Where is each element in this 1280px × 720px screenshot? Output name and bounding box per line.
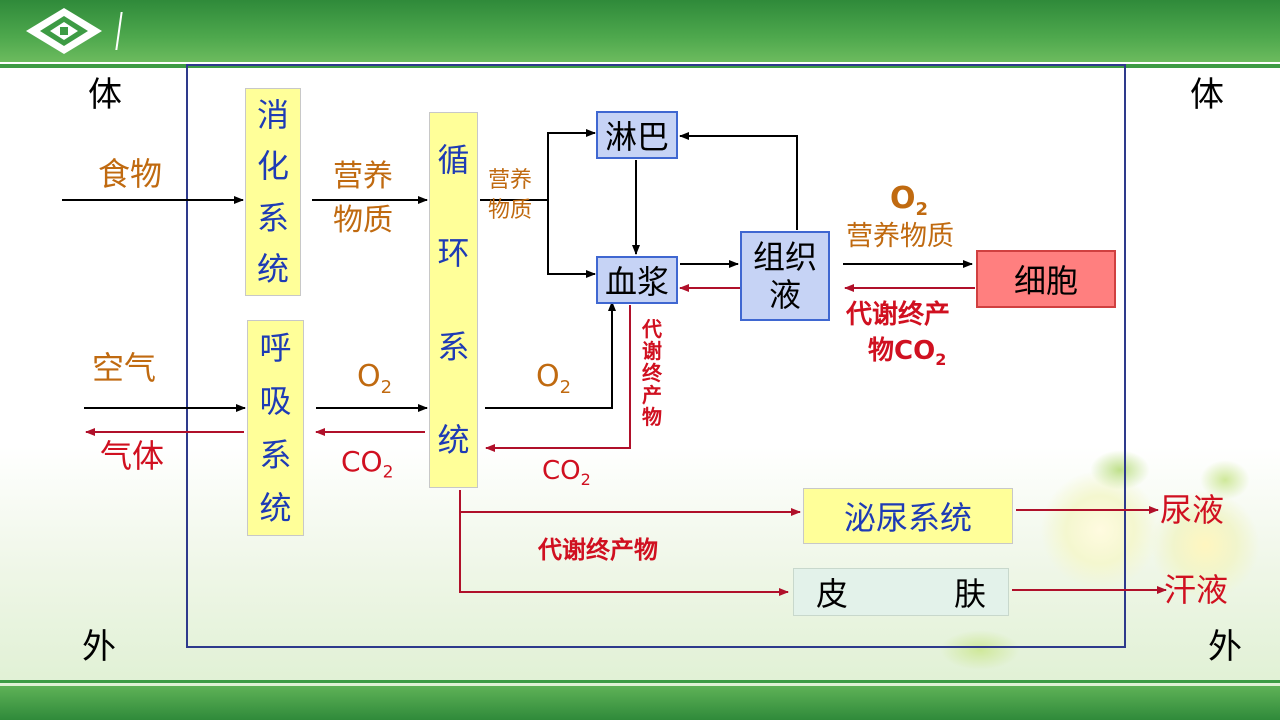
o2-main: O — [357, 359, 381, 394]
food-label: 食物 — [98, 155, 163, 193]
digestive-char: 统 — [256, 250, 289, 289]
sweat-label: 汗液 — [1164, 571, 1229, 609]
nutrients-label-1b: 物质 — [333, 203, 393, 238]
corner-body-right: 体 — [1190, 75, 1224, 115]
circulatory-char: 统 — [437, 421, 470, 460]
o2-main: O — [536, 359, 560, 394]
circulatory-system-box: 循 环 系 统 — [429, 112, 478, 488]
o2-cell-label: O2 — [890, 184, 928, 219]
co2-respiratory-label: CO2 — [341, 448, 393, 482]
o2-sub: 2 — [380, 377, 393, 398]
respiratory-char: 呼 — [259, 328, 292, 367]
co2-sub: 2 — [580, 470, 591, 490]
waste-char: 谢 — [642, 339, 662, 363]
circulatory-char: 环 — [437, 234, 470, 273]
urinary-system-box: 泌尿系统 — [803, 488, 1013, 544]
waste-cell-label-1: 代谢终产 — [846, 300, 951, 330]
co2-sub: 2 — [382, 462, 394, 483]
o2-respiratory-label: O2 — [357, 362, 392, 397]
co2-main: CO — [341, 445, 383, 478]
logo-icon — [26, 8, 102, 54]
circulatory-char: 系 — [437, 327, 470, 366]
tissue-fluid-line: 组织 — [752, 237, 817, 276]
skin-char: 皮 — [816, 575, 849, 613]
nutrients-cell-label: 营养物质 — [846, 221, 954, 252]
digestive-char: 化 — [256, 147, 289, 186]
waste-main: 物CO — [868, 336, 936, 366]
nutrients-label-1a: 营养 — [333, 159, 393, 194]
corner-outside-right: 外 — [1208, 627, 1242, 667]
waste-char: 物 — [642, 405, 662, 429]
nutrients-label-2b: 物质 — [488, 198, 533, 223]
bottom-divider — [0, 680, 1280, 683]
waste-bottom-label: 代谢终产物 — [538, 536, 658, 564]
top-banner — [0, 0, 1280, 62]
co2-main: CO — [542, 456, 581, 486]
nutrients-label-2a: 营养 — [488, 168, 533, 193]
bottom-banner — [0, 686, 1280, 720]
gas-out-label: 气体 — [100, 437, 165, 475]
waste-cell-label-2: 物CO2 — [868, 338, 946, 368]
digestive-char: 消 — [256, 95, 289, 134]
o2-circulatory-label: O2 — [536, 362, 571, 397]
tissue-fluid-box: 组织 液 — [740, 231, 830, 321]
body-boundary-frame — [186, 64, 1126, 648]
o2-sub: 2 — [915, 199, 929, 220]
digestive-char: 系 — [256, 198, 289, 237]
circulatory-char: 循 — [437, 140, 470, 179]
skin-char: 肤 — [953, 575, 986, 613]
digestive-system-box: 消 化 系 统 — [245, 88, 301, 296]
tissue-fluid-line: 液 — [768, 276, 801, 314]
waste-sub: 2 — [935, 350, 947, 370]
co2-circulatory-label: CO2 — [542, 458, 591, 488]
skin-box: 皮 肤 — [793, 568, 1009, 616]
o2-main: O — [890, 181, 916, 216]
respiratory-system-box: 呼 吸 系 统 — [247, 320, 304, 536]
respiratory-char: 系 — [259, 435, 292, 474]
plasma-box: 血浆 — [596, 256, 678, 304]
top-divider — [0, 64, 1280, 68]
o2-sub: 2 — [559, 377, 572, 398]
respiratory-char: 统 — [259, 489, 292, 528]
air-label: 空气 — [92, 349, 157, 387]
waste-char: 终 — [642, 361, 662, 385]
respiratory-char: 吸 — [259, 382, 292, 421]
corner-body-left: 体 — [88, 75, 122, 115]
cell-box: 细胞 — [976, 250, 1116, 308]
waste-char: 产 — [642, 383, 662, 407]
corner-outside-left: 外 — [82, 627, 116, 667]
urine-label: 尿液 — [1160, 491, 1225, 529]
waste-char: 代 — [642, 317, 662, 341]
waste-vertical-label: 代 谢 终 产 物 — [642, 318, 662, 428]
lymph-box: 淋巴 — [596, 111, 678, 159]
